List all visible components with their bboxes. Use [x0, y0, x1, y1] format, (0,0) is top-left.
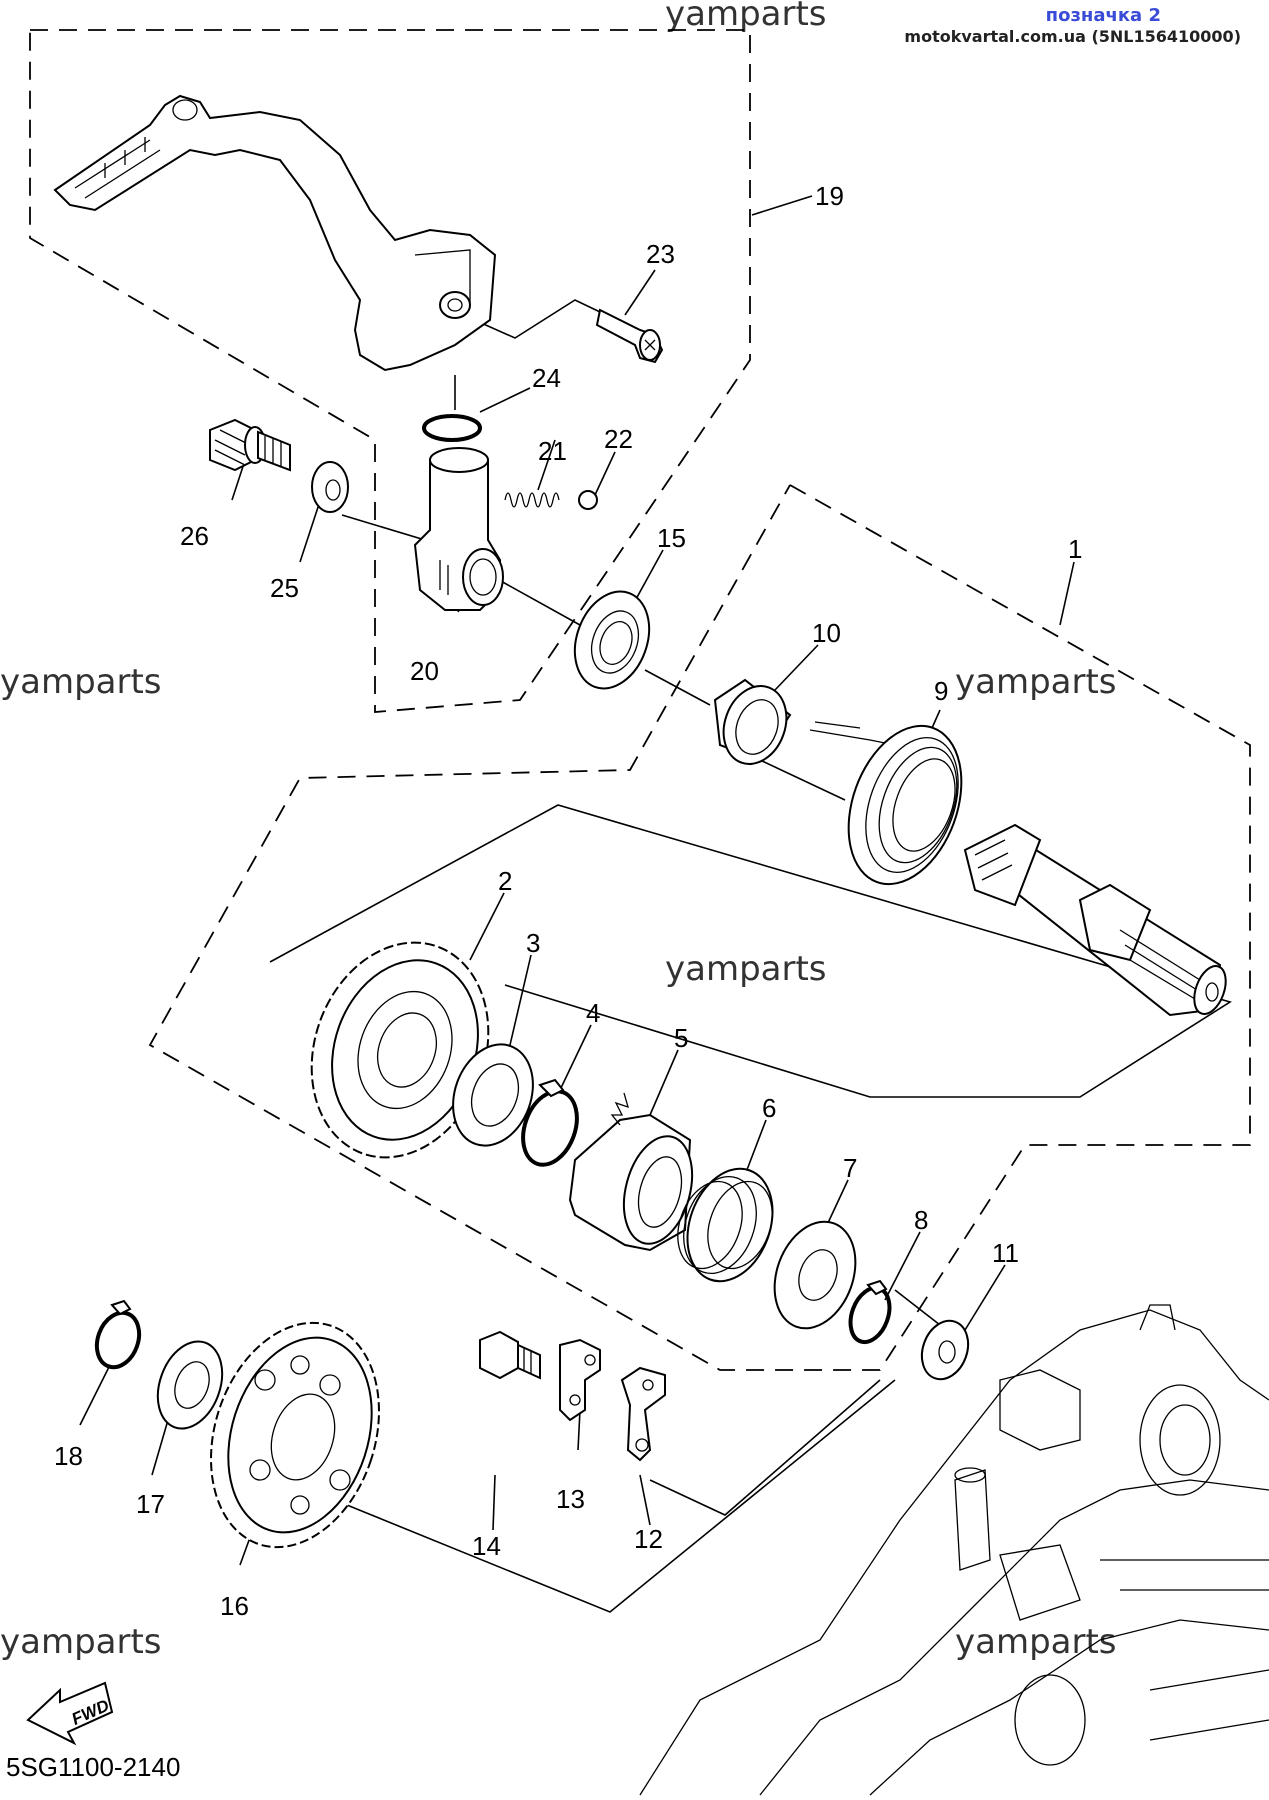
watermark-left-mid: yamparts — [0, 662, 162, 702]
callout-5: 5 — [674, 1023, 688, 1053]
watermark-top: yamparts — [665, 0, 827, 34]
spring-6 — [677, 1167, 774, 1283]
callout-13: 13 — [556, 1484, 585, 1514]
washer-25 — [311, 461, 349, 513]
callout-21: 21 — [538, 436, 567, 466]
clip-12 — [620, 1366, 666, 1462]
watermark-right-mid: yamparts — [955, 662, 1117, 702]
callout-leaders — [79, 195, 1075, 1566]
callout-11: 11 — [992, 1238, 1019, 1268]
callout-9: 9 — [934, 676, 948, 706]
watermark-bottom-left: yamparts — [0, 1622, 162, 1662]
kick-crank-lever — [53, 94, 497, 372]
callout-20: 20 — [410, 656, 439, 686]
callout-numbers: 1 2 3 4 5 6 7 8 9 10 11 12 13 14 15 16 1… — [54, 181, 1082, 1621]
axis-line — [649, 1379, 881, 1516]
kick-boss-20 — [413, 447, 504, 611]
callout-3: 3 — [526, 928, 540, 958]
group-1-inner-frame — [269, 804, 1232, 1098]
callout-6: 6 — [762, 1093, 776, 1123]
callout-25: 25 — [270, 573, 299, 603]
header-title: позначка 2 — [1045, 5, 1161, 26]
washer-3 — [452, 1043, 534, 1147]
callout-10: 10 — [812, 618, 841, 648]
callout-19: 19 — [815, 181, 844, 211]
o-ring-24 — [422, 414, 482, 442]
callout-12: 12 — [634, 1524, 663, 1554]
watermark-center: yamparts — [665, 949, 827, 989]
plate-13 — [559, 1338, 601, 1422]
callout-26: 26 — [180, 521, 209, 551]
kick-shaft — [963, 823, 1227, 1017]
callout-18: 18 — [54, 1441, 83, 1471]
kick-gear-2 — [310, 941, 490, 1159]
idle-gear-16 — [210, 1321, 380, 1549]
callout-1: 1 — [1068, 534, 1082, 564]
oil-seal-15 — [573, 590, 651, 690]
callout-4: 4 — [586, 998, 600, 1028]
header-source: motokvartal.com.ua (5NL156410000) — [904, 27, 1241, 46]
callout-8: 8 — [914, 1205, 928, 1235]
bolt-14 — [479, 1330, 541, 1380]
axis-line — [759, 759, 846, 801]
callout-23: 23 — [646, 239, 675, 269]
crankcase — [639, 1304, 1269, 1796]
callout-2: 2 — [498, 866, 512, 896]
callout-22: 22 — [604, 424, 633, 454]
circlip-8 — [848, 1279, 892, 1345]
ratchet-wheel-5 — [568, 1092, 694, 1252]
callout-16: 16 — [220, 1591, 249, 1621]
axis-line — [309, 1379, 896, 1613]
diagram-code: 5SG1100-2140 — [6, 1752, 181, 1782]
spring-guide-10 — [713, 678, 792, 765]
fwd-arrow: FWD — [26, 1681, 114, 1746]
group-1-boundary — [148, 484, 1251, 1371]
torsion-spring-9 — [809, 721, 963, 886]
watermarks: yamparts yamparts yamparts yamparts yamp… — [0, 0, 1117, 1662]
spring-21 — [504, 492, 560, 508]
callout-14: 14 — [472, 1531, 501, 1561]
callout-24: 24 — [532, 363, 561, 393]
washer-17 — [156, 1340, 224, 1430]
circlip-18 — [94, 1299, 142, 1370]
watermark-bottom-right: yamparts — [955, 1622, 1117, 1662]
axis-line — [489, 574, 581, 626]
washer-11 — [920, 1319, 970, 1381]
group-19-boundary — [29, 29, 751, 713]
washer-7 — [773, 1220, 857, 1330]
circlip-4 — [521, 1078, 579, 1167]
callout-7: 7 — [843, 1153, 857, 1183]
axis-line — [644, 669, 711, 706]
bolt-26 — [209, 418, 291, 472]
axis-line — [469, 299, 601, 339]
axis-line — [894, 1289, 941, 1326]
axis-line — [341, 514, 426, 541]
ball-22 — [578, 490, 598, 510]
callout-15: 15 — [657, 523, 686, 553]
screw-23 — [595, 308, 664, 364]
callout-17: 17 — [136, 1489, 165, 1519]
